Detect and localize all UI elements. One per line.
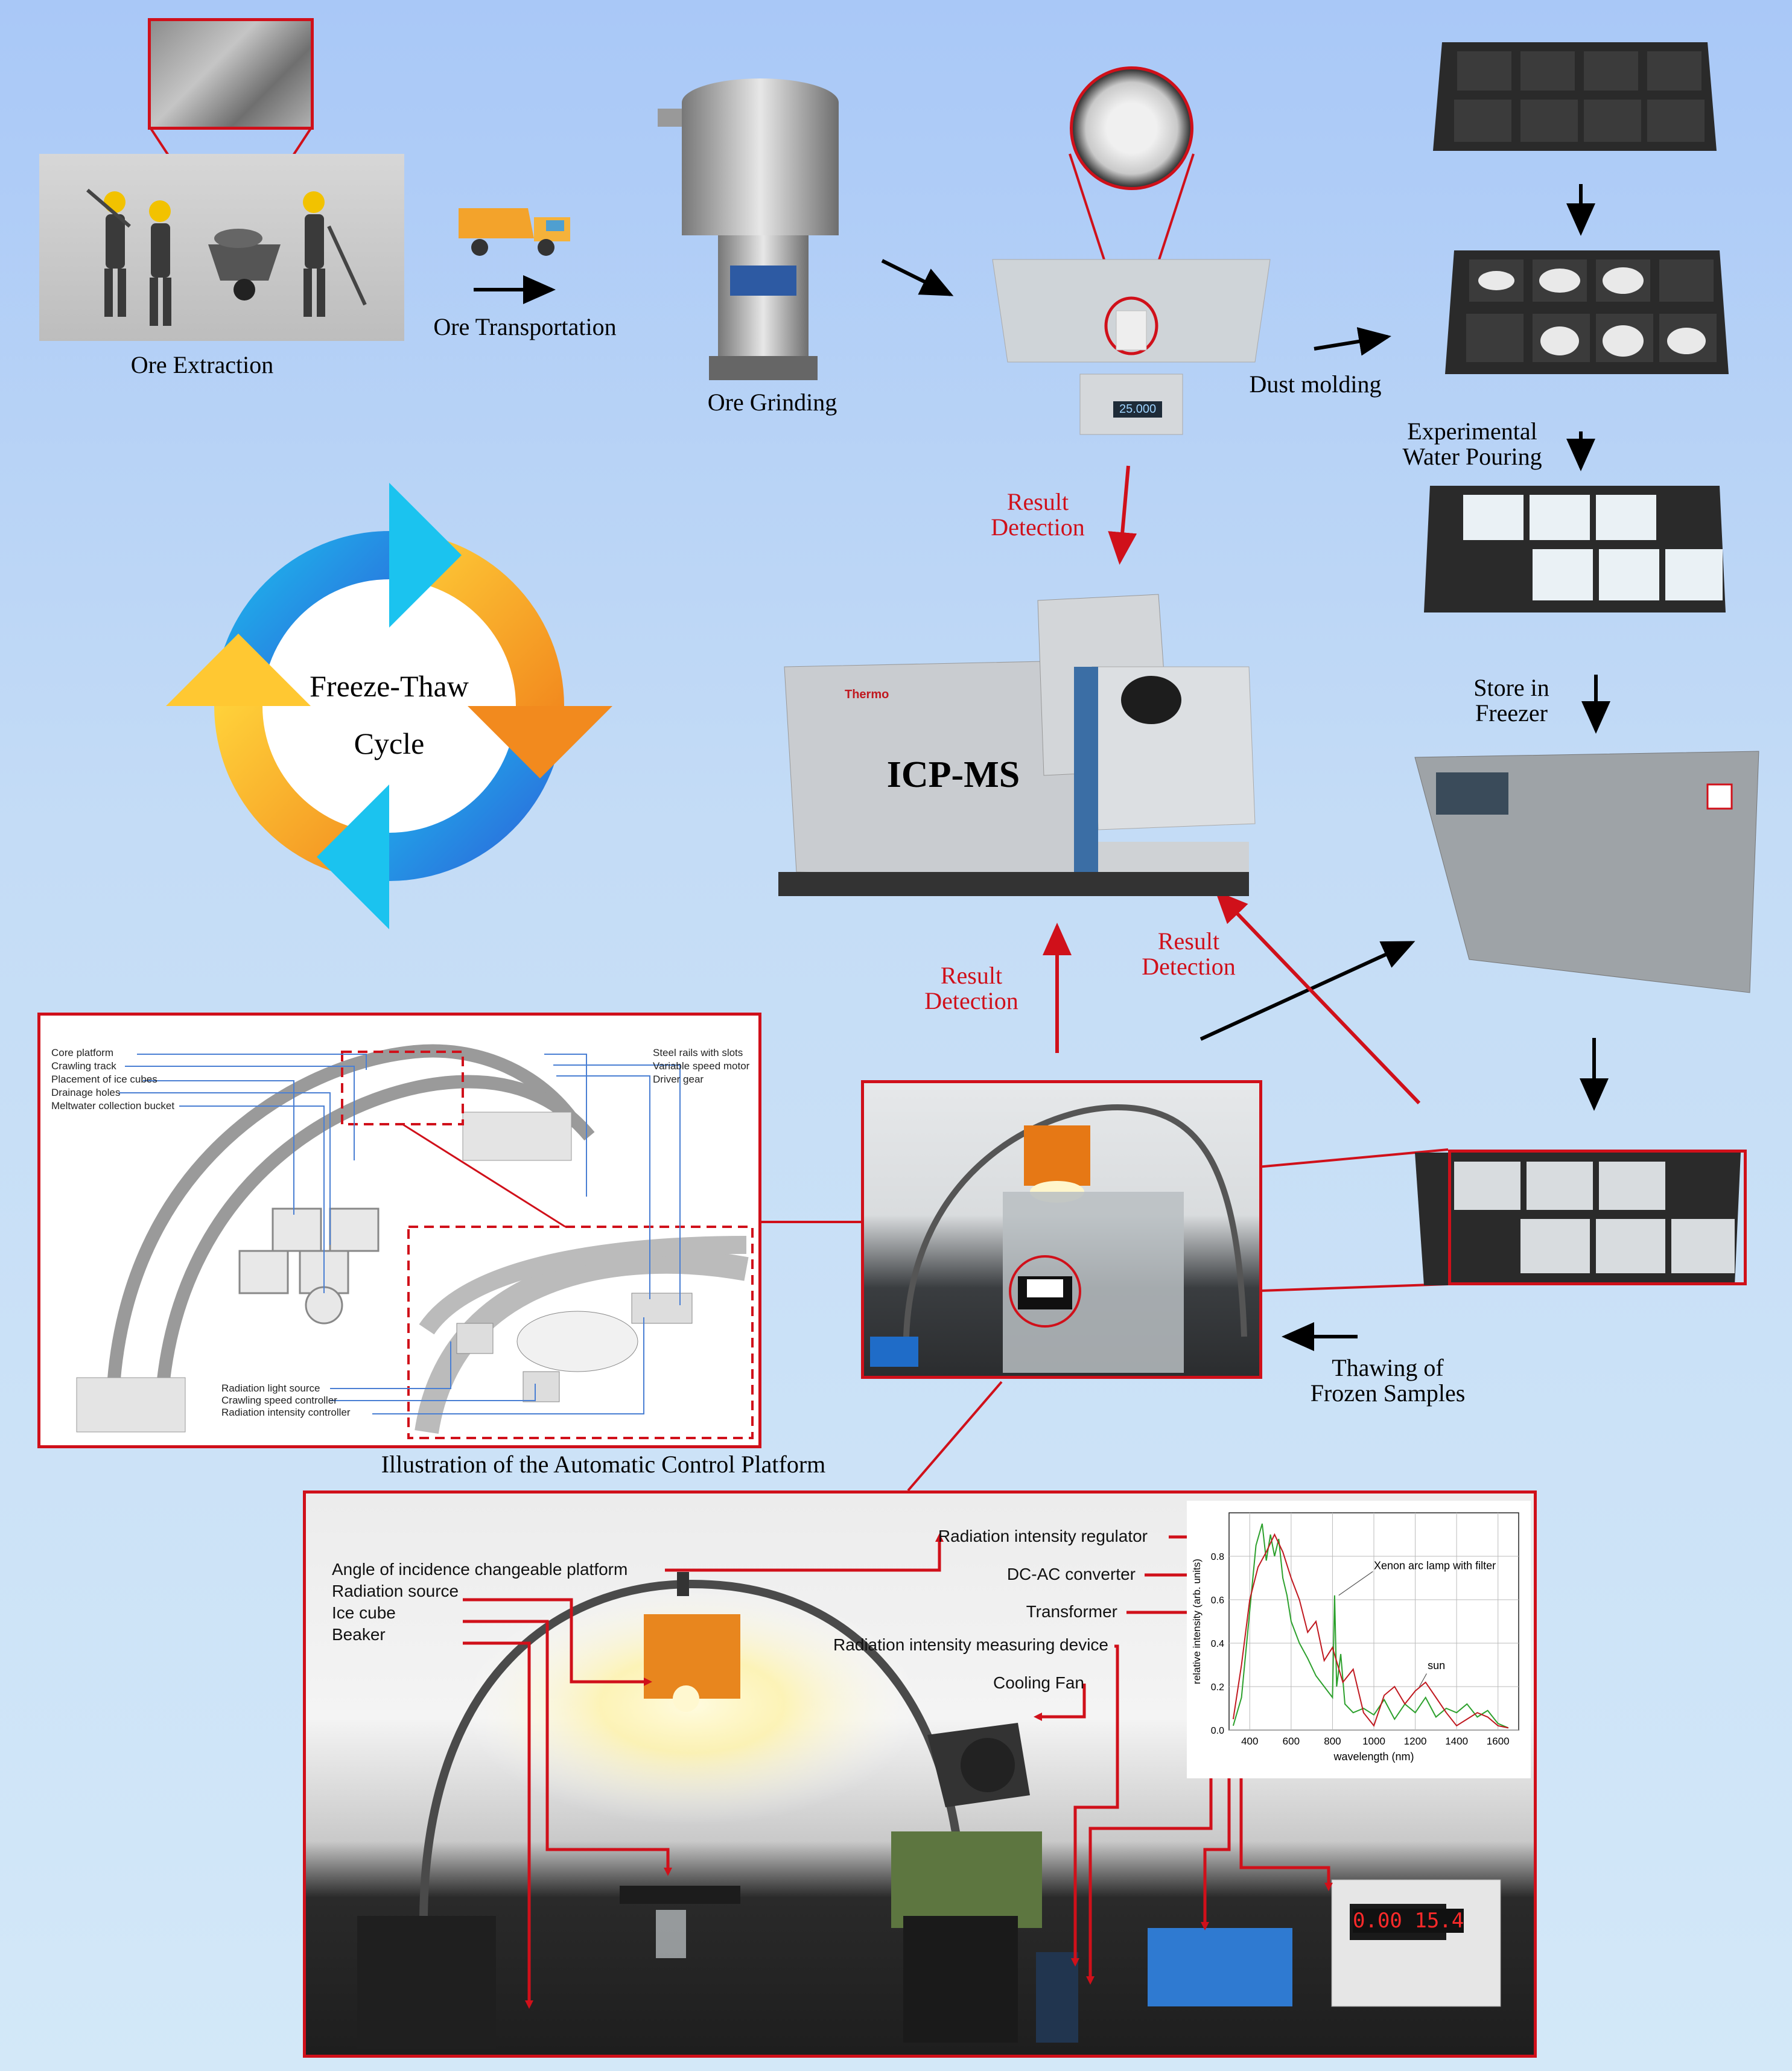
x-tick-label-2: 800	[1324, 1735, 1341, 1747]
arrow-result-top	[1108, 465, 1137, 565]
bottom-label-2: Radiation intensity controller	[221, 1407, 351, 1418]
right-label-2: Driver gear	[653, 1074, 704, 1085]
label-result-top-2: Detection	[991, 514, 1085, 541]
left-label-1: Crawling track	[51, 1060, 116, 1072]
freeze-thaw-cycle-icon: Freeze-Thaw Cycle	[160, 477, 618, 935]
experiment-scene	[357, 1533, 1501, 2049]
balance-image: 25.000	[990, 253, 1273, 441]
left-label-3: Drainage holes	[51, 1087, 121, 1098]
ore-closeup	[148, 18, 314, 130]
arrow-to-freezer	[1199, 941, 1415, 1041]
label-store-freezer-1: Store in	[1473, 674, 1549, 701]
x-tick-label-6: 1600	[1487, 1735, 1510, 1747]
series-line-1	[1232, 1533, 1509, 1729]
freeze-thaw-label-1: Freeze-Thaw	[310, 669, 469, 703]
label-result-right-2: Detection	[1142, 953, 1236, 980]
x-tick-label-3: 1000	[1362, 1735, 1385, 1747]
label-store-freezer-2: Freezer	[1475, 699, 1548, 727]
label-ore-grinding: Ore Grinding	[707, 389, 837, 416]
label-result-right-1: Result	[1157, 927, 1220, 955]
tray-water	[1421, 480, 1729, 622]
zoom-line-balance-1	[1069, 153, 1110, 275]
ann-ice-cube: Ice cube	[332, 1603, 396, 1622]
x-tick-label-5: 1400	[1445, 1735, 1468, 1747]
label-thawing-2: Frozen Samples	[1310, 1379, 1466, 1407]
annotation-sun-pointer	[1419, 1673, 1427, 1687]
label-ore-transportation: Ore Transportation	[433, 313, 617, 340]
ore-extraction-illustration	[39, 154, 404, 341]
label-dust-molding: Dust molding	[1249, 371, 1382, 398]
label-result-mid-2: Detection	[924, 987, 1018, 1014]
experiment-photo: Angle of incidence changeable platform R…	[303, 1490, 1537, 2058]
left-label-4: Meltwater collection bucket	[51, 1100, 175, 1112]
annotation-xenon-pointer	[1338, 1571, 1373, 1596]
ann-cooling-fan: Cooling Fan	[993, 1673, 1084, 1692]
bottom-label-1: Crawling speed controller	[221, 1395, 337, 1406]
ann-radiation-source: Radiation source	[332, 1582, 459, 1600]
platform-schematic	[76, 1044, 754, 1439]
annotation-sun: sun	[1428, 1659, 1445, 1672]
ann-intensity-regulator: Radiation intensity regulator	[938, 1527, 1148, 1545]
y-tick-label-3: 0.6	[1211, 1595, 1224, 1606]
power-supply-display: 0.00 15.4	[1353, 1909, 1464, 1933]
y-tick-label-1: 0.2	[1211, 1682, 1224, 1693]
arrow-result-right	[1215, 890, 1421, 1105]
right-label-1: Variable speed motor	[653, 1060, 750, 1072]
ann-dcac-converter: DC-AC converter	[1006, 1565, 1136, 1583]
ann-transformer: Transformer	[1026, 1602, 1117, 1621]
ann-beaker: Beaker	[332, 1625, 386, 1644]
bottom-label-0: Radiation light source	[221, 1382, 320, 1394]
ann-measuring-device: Radiation intensity measuring device	[833, 1635, 1108, 1654]
left-label-2: Placement of ice cubes	[51, 1074, 157, 1085]
x-tick-label-4: 1200	[1404, 1735, 1427, 1747]
icpms-label: ICP-MS	[886, 754, 1020, 795]
y-tick-label-0: 0.0	[1211, 1726, 1224, 1736]
zoom-line-photo	[907, 1381, 1003, 1492]
y-tick-label-4: 0.8	[1211, 1552, 1224, 1562]
illustration-panel: Core platform Crawling track Placement o…	[37, 1013, 761, 1448]
tray-dust	[1442, 244, 1732, 383]
spectrum-chart-svg: 400 600 800 1000 1200 1400 1600 0.0 0.2 0.4 0.6 0.8…	[1191, 1512, 1519, 1763]
freezer-image	[1412, 748, 1762, 1002]
illustration-caption: Illustration of the Automatic Control Pl…	[381, 1451, 826, 1478]
arrow-grind	[881, 259, 954, 296]
annotation-xenon: Xenon arc lamp with filter	[1374, 1560, 1496, 1572]
left-label-0: Core platform	[51, 1047, 113, 1058]
tray-thawed	[1406, 1147, 1750, 1291]
label-result-top-1: Result	[1006, 488, 1069, 515]
x-tick-label-0: 400	[1241, 1735, 1258, 1747]
label-result-mid-1: Result	[940, 962, 1003, 989]
balance-display: 25.000	[1113, 401, 1163, 418]
y-axis-label: relative intensity (arb. units)	[1191, 1559, 1203, 1684]
icpms-instrument: Thermo ICP-MS	[772, 588, 1261, 932]
x-axis-label: wavelength (nm)	[1333, 1751, 1414, 1763]
x-tick-label-1: 600	[1283, 1735, 1300, 1747]
label-ore-extraction: Ore Extraction	[130, 351, 274, 378]
arrow-dust	[1314, 327, 1391, 356]
label-water-pouring-2: Water Pouring	[1402, 443, 1542, 470]
tray-empty	[1430, 36, 1720, 163]
ann-incidence-platform: Angle of incidence changeable platform	[332, 1560, 628, 1579]
miners-icon	[86, 188, 367, 326]
icpms-brand-label: Thermo	[845, 688, 889, 701]
spectrum-chart: 400 600 800 1000 1200 1400 1600 0.0 0.2 0.4 0.6 0.8…	[1187, 1501, 1531, 1778]
right-label-0: Steel rails with slots	[653, 1047, 743, 1058]
label-thawing-1: Thawing of	[1332, 1354, 1444, 1381]
grinder-image	[640, 66, 869, 392]
platform-photo	[861, 1080, 1262, 1379]
y-tick-label-2: 0.4	[1211, 1639, 1224, 1649]
freeze-thaw-label-2: Cycle	[354, 727, 425, 760]
tray-thawed-highlight	[1448, 1150, 1747, 1285]
zoom-line-balance-2	[1153, 153, 1195, 275]
series-line-0	[1232, 1523, 1509, 1729]
truck-icon	[456, 202, 576, 262]
sample-closeup-circle	[1070, 66, 1193, 190]
label-water-pouring-1: Experimental	[1407, 418, 1537, 445]
